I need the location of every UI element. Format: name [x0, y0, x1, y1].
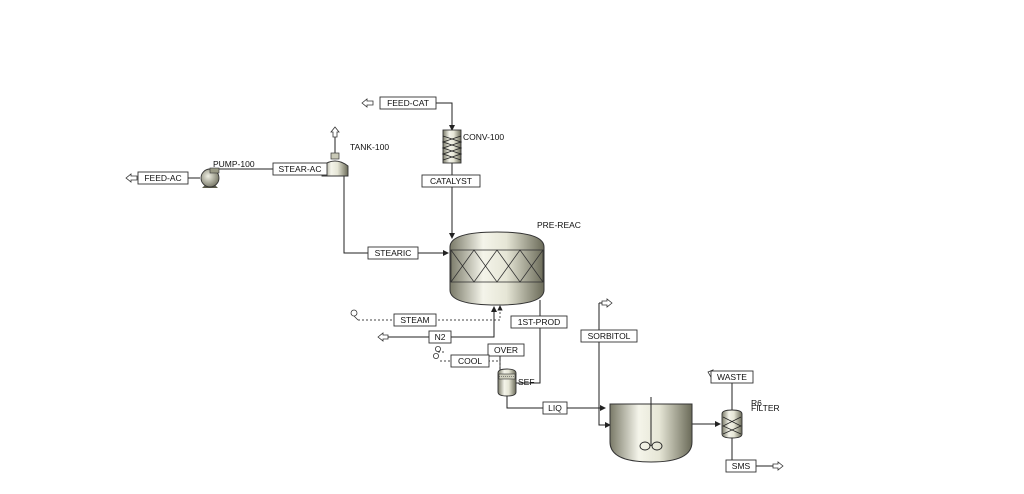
feed-cat-label: FEED-CAT — [387, 98, 429, 108]
separator-name: SEF — [518, 377, 535, 387]
n2-label: N2 — [435, 332, 446, 342]
liq-label: LIQ — [548, 403, 562, 413]
reactor-icon[interactable] — [449, 231, 545, 306]
stream-label-over[interactable]: OVER — [487, 343, 525, 357]
stear-ac-label: STEAR-AC — [279, 164, 322, 174]
n2-arrow-icon — [377, 332, 389, 342]
stream-label-sms[interactable]: SMS — [725, 459, 757, 473]
steam-label: STEAM — [400, 315, 429, 325]
liq-line — [506, 395, 606, 411]
filter-top-name: R6 — [751, 398, 762, 408]
over-label: OVER — [494, 345, 518, 355]
filter-icon[interactable] — [721, 409, 743, 439]
mixer-icon[interactable] — [609, 397, 693, 463]
waste-label: WASTE — [717, 372, 747, 382]
stream-label-n2[interactable]: N2 — [428, 330, 452, 344]
first-prod-label: 1ST-PROD — [518, 317, 561, 327]
conveyor-icon[interactable] — [441, 129, 463, 164]
feed-ac-arrow-icon — [125, 173, 138, 183]
stream-label-first-prod[interactable]: 1ST-PROD — [510, 315, 568, 329]
stearic-line — [343, 176, 449, 256]
first-prod-line — [516, 300, 541, 384]
stream-label-feed-ac[interactable]: FEED-AC — [137, 171, 189, 185]
reactor-name: PRE-REAC — [537, 220, 581, 230]
stream-label-cool[interactable]: COOL — [450, 354, 490, 368]
stream-label-feed-cat[interactable]: FEED-CAT — [379, 96, 437, 110]
stream-label-stear-ac[interactable]: STEAR-AC — [272, 162, 328, 176]
stream-label-stearic[interactable]: STEARIC — [367, 246, 419, 260]
stream-label-catalyst[interactable]: CATALYST — [421, 174, 481, 188]
stearic-label: STEARIC — [375, 248, 412, 258]
feed-cat-arrow-icon — [361, 98, 374, 108]
feed-ac-label: FEED-AC — [144, 173, 181, 183]
stream-label-waste[interactable]: WASTE — [710, 370, 754, 384]
separator-icon[interactable] — [497, 368, 517, 397]
cool-label: COOL — [458, 356, 482, 366]
sorbitol-arrow-icon — [601, 298, 613, 308]
stream-label-steam[interactable]: STEAM — [393, 313, 437, 327]
steam-utility-icon — [350, 309, 359, 321]
sms-label: SMS — [732, 461, 751, 471]
n2-line — [384, 306, 497, 338]
conveyor-name: CONV-100 — [463, 132, 504, 142]
stream-label-sorbitol[interactable]: SORBITOL — [580, 329, 638, 343]
pump-name: PUMP-100 — [213, 159, 255, 169]
sorbitol-line — [598, 303, 611, 428]
stream-label-liq[interactable]: LIQ — [542, 401, 568, 415]
cool-utility-icon — [432, 345, 441, 359]
filter-name: FILTER — [751, 403, 780, 413]
tank-name: TANK-100 — [350, 142, 389, 152]
tank-vent-arrow-icon — [330, 126, 340, 138]
sorbitol-label: SORBITOL — [588, 331, 631, 341]
pump-icon[interactable] — [200, 167, 220, 188]
catalyst-label: CATALYST — [430, 176, 472, 186]
sms-arrow-icon — [772, 461, 784, 471]
steam-line — [358, 305, 503, 321]
